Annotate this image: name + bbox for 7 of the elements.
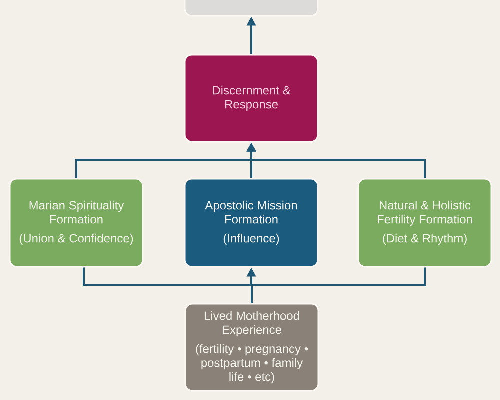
empty-box — [184, 0, 319, 17]
process-box: Discernment & Response — [184, 54, 319, 143]
process-box: Apostolic Mission Formation (Influence) — [184, 178, 319, 268]
process-box: Natural & Holistic Fertility Formation (Diet & Rhythm) — [358, 178, 492, 268]
connector-line — [251, 268, 426, 304]
process-box: Marian Spirituality Formation (Union & Confidence) — [9, 178, 144, 268]
process-box: Lived Motherhood Experience (fertility • pregnancy • postpartum • family life • etc) — [184, 303, 320, 392]
